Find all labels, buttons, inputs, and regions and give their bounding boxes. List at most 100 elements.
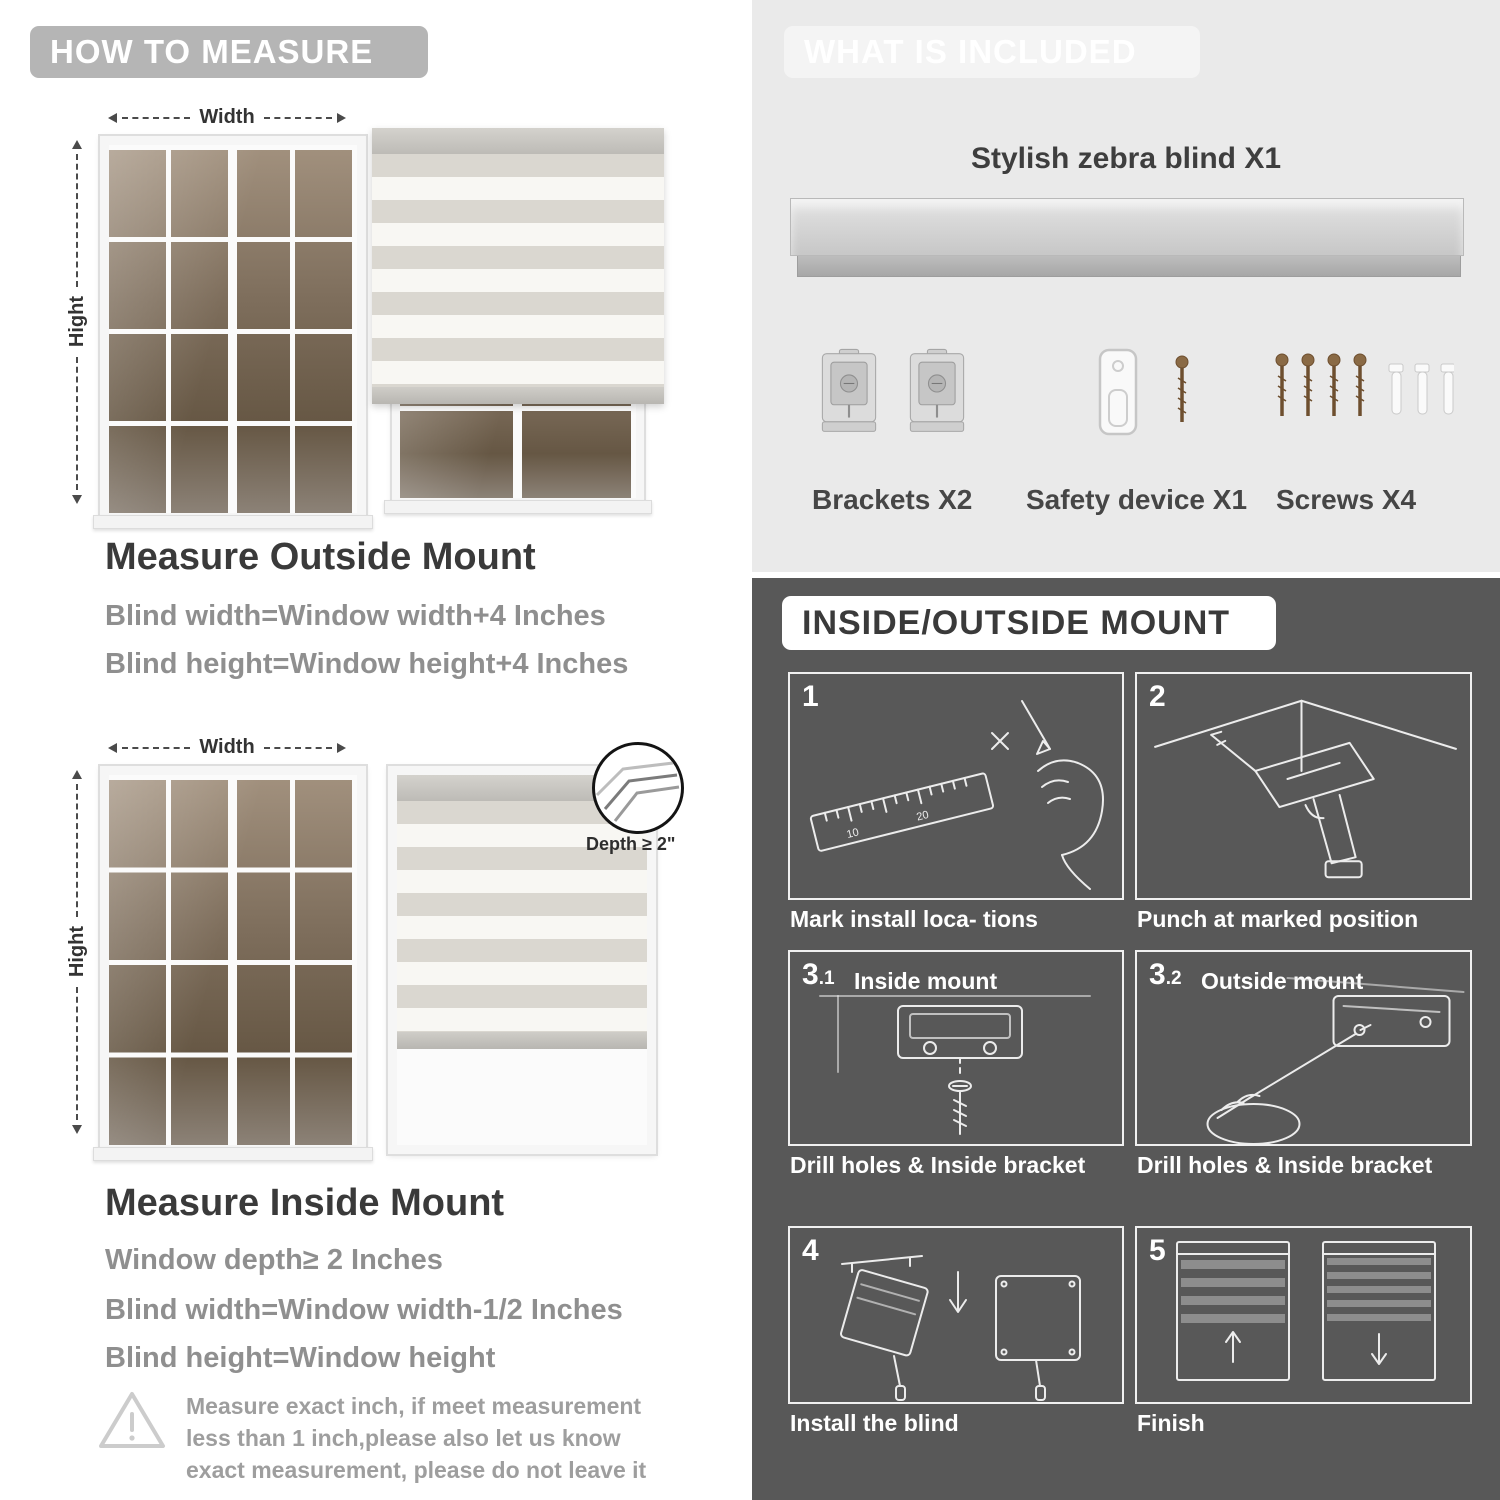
zebra-blind [372, 128, 664, 404]
width-label: Width [199, 736, 255, 758]
step-3-1-label: Inside mount [854, 968, 998, 994]
dashed-line [76, 154, 78, 288]
headrail-top-face [790, 198, 1464, 256]
step-number-text: 5 [1149, 1234, 1166, 1267]
step-3-2-number: 3.2 [1149, 958, 1182, 992]
step-4-caption: Install the blind [790, 1410, 959, 1436]
bracket-icon [816, 346, 882, 438]
outside-width-measurement: Width [108, 106, 347, 129]
dashed-line [76, 986, 78, 1120]
depth-label: Depth ≥ 2" [586, 834, 676, 854]
arrow-down-icon [72, 1125, 82, 1134]
dashed-line [122, 746, 191, 749]
step-4-panel: 4 [788, 1226, 1124, 1404]
inside-mount-rule-1: Window depth≥ 2 Inches [105, 1244, 443, 1276]
zebra-blind-inside-illustration [386, 764, 658, 1156]
step-3-1-illustration [819, 995, 1091, 1135]
arrow-up-icon [72, 770, 82, 779]
blind-bottom-rail [372, 387, 664, 404]
step-4-number: 4 [802, 1234, 819, 1268]
warning-icon [96, 1388, 168, 1454]
depth-detail-circle [592, 742, 684, 834]
step-5-illustration [1176, 1241, 1436, 1381]
headrail-bottom-lip [797, 256, 1461, 277]
bracket-icon [904, 346, 970, 438]
step-number-text: 3 [802, 958, 819, 991]
window-sill [93, 1147, 373, 1161]
step-3-2-caption: Drill holes & Inside bracket [1137, 1152, 1433, 1178]
outside-mount-rule-1: Blind width=Window width+4 Inches [105, 600, 606, 632]
step-2-number: 2 [1149, 680, 1166, 714]
window-illustration [93, 134, 373, 529]
step-1-caption: Mark install loca- tions [790, 906, 1038, 932]
dashed-line [263, 746, 333, 749]
inside-mount-title: Measure Inside Mount [105, 1182, 505, 1224]
brackets-label: Brackets X2 [812, 484, 973, 515]
step-2-caption: Punch at marked position [1137, 906, 1419, 932]
dashed-line [122, 116, 191, 119]
blind-cassette [372, 128, 664, 154]
arrow-left-icon [108, 742, 117, 753]
step-5-caption: Finish [1137, 1410, 1205, 1436]
step-3-1-number: 3.1 [802, 958, 835, 992]
svg-text:10: 10 [845, 826, 860, 841]
step-number-sub: .2 [1165, 968, 1182, 989]
warning-text: Measure exact inch, if meet measurement … [186, 1393, 647, 1484]
step-3-2-illustration [1206, 977, 1465, 1144]
dashed-line [263, 116, 333, 119]
step-1-number: 1 [802, 680, 819, 714]
inside-width-measurement: Width [108, 736, 347, 759]
safety-device-icon [1086, 346, 1226, 438]
outside-mount-rule-2: Blind height=Window height+4 Inches [105, 648, 629, 680]
width-label: Width [199, 106, 255, 128]
headrail-image [790, 198, 1464, 277]
zebra-blind-outside-illustration [372, 128, 664, 514]
outside-mount-title: Measure Outside Mount [105, 536, 536, 578]
step-number-text: 2 [1149, 680, 1166, 713]
arrow-down-icon [72, 495, 82, 504]
zebra-blind-label: Stylish zebra blind X1 [970, 142, 1282, 175]
dashed-line [76, 356, 78, 490]
dashed-line [76, 784, 78, 918]
step-3-1-caption: Drill holes & Inside bracket [790, 1152, 1086, 1178]
arrow-up-icon [72, 140, 82, 149]
step-number-text: 1 [802, 680, 819, 713]
safety-device-label: Safety device X1 [1026, 484, 1248, 515]
step-number-text: 3 [1149, 958, 1166, 991]
how-to-measure-section: HOW TO MEASURE Width Hight [0, 0, 740, 1500]
step-3-2-panel: 3.2 Outside mount [1135, 950, 1472, 1146]
screws-icon [1268, 350, 1456, 434]
screws-label: Screws X4 [1276, 484, 1417, 515]
inside-height-measurement: Hight [66, 770, 88, 1134]
height-label: Hight [65, 926, 88, 978]
inside-mount-rule-3: Blind height=Window height [105, 1342, 496, 1374]
step-5-number: 5 [1149, 1234, 1166, 1268]
blind-stripes [397, 801, 647, 1032]
svg-text:20: 20 [915, 809, 930, 824]
window-sill [384, 500, 652, 514]
what-is-included-section: WHAT IS INCLUDED Stylish zebra blind X1 [752, 0, 1500, 572]
blind-stripes [372, 154, 664, 387]
window-sill [93, 515, 373, 529]
arrow-right-icon [337, 742, 347, 753]
outside-height-measurement: Hight [66, 140, 88, 504]
step-number-text: 4 [802, 1234, 819, 1267]
step-2-illustration [1154, 699, 1457, 879]
blind-bottom-rail [397, 1031, 647, 1049]
step-1-illustration: 10 20 [809, 700, 1104, 890]
inside-mount-rule-2: Blind width=Window width-1/2 Inches [105, 1294, 623, 1326]
step-number-sub: .1 [818, 968, 835, 989]
window-panes [109, 145, 357, 513]
height-label: Hight [65, 296, 88, 348]
arrow-right-icon [337, 112, 347, 123]
mount-header: INSIDE/OUTSIDE MOUNT [782, 596, 1276, 650]
step-3-1-panel: 3.1 Inside mount [788, 950, 1124, 1146]
step-5-panel: 5 [1135, 1226, 1472, 1404]
step-1-panel: 1 10 20 [788, 672, 1124, 900]
step-2-panel: 2 [1135, 672, 1472, 900]
window-panes [109, 775, 357, 1145]
what-is-included-header: WHAT IS INCLUDED [784, 26, 1200, 78]
step-4-illustration [840, 1255, 1081, 1401]
how-to-measure-header: HOW TO MEASURE [30, 26, 428, 78]
